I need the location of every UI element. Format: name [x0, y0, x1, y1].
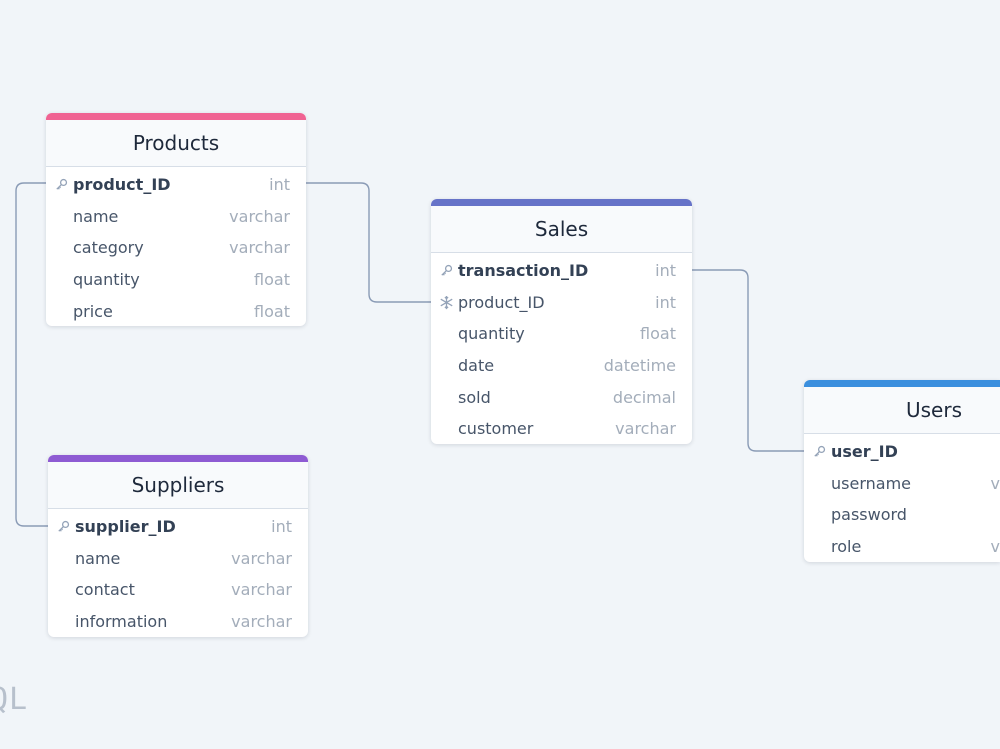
key-icon [438, 255, 454, 287]
field-name: username [831, 473, 911, 493]
field-type: float [254, 270, 290, 290]
field-name: name [73, 206, 119, 226]
field-type: datetime [603, 356, 676, 376]
field-type: float [254, 301, 290, 321]
field-name: password [831, 505, 907, 525]
field-name: contact [75, 580, 135, 600]
field-type: int [271, 517, 292, 536]
field-type: varchar [229, 206, 290, 226]
field-type: float [640, 324, 676, 344]
field-row-password[interactable]: password [804, 499, 1000, 531]
field-name: product_ID [73, 175, 171, 194]
products-table-title: Products [46, 120, 306, 167]
field-name: price [73, 301, 113, 321]
field-name: product_ID [458, 292, 545, 312]
field-name: transaction_ID [458, 261, 589, 280]
field-row-name[interactable]: name varchar [48, 543, 308, 575]
field-row-product-id[interactable]: product_ID int [431, 287, 692, 319]
field-row-username[interactable]: username v [804, 468, 1000, 500]
field-type: varchar [231, 580, 292, 600]
snowflake-icon [438, 287, 454, 319]
field-row-quantity[interactable]: quantity float [431, 318, 692, 350]
users-table[interactable]: Users user_ID username v password role v [804, 380, 1000, 562]
field-row-supplier-id[interactable]: supplier_ID int [48, 511, 308, 543]
field-name: quantity [73, 270, 140, 290]
field-row-information[interactable]: information varchar [48, 606, 308, 637]
field-name: category [73, 238, 144, 258]
field-row-price[interactable]: price float [46, 296, 306, 326]
field-row-name[interactable]: name varchar [46, 201, 306, 233]
connector-products-suppliers [15, 182, 48, 527]
key-icon [55, 511, 71, 543]
partial-logo-text: QL [0, 682, 29, 717]
field-row-user-id[interactable]: user_ID [804, 436, 1000, 468]
field-type: varchar [231, 612, 292, 632]
field-type: int [655, 261, 676, 280]
connector-sales-users [692, 269, 804, 452]
field-name: customer [458, 419, 534, 439]
key-icon [53, 169, 69, 201]
field-name: name [75, 548, 121, 568]
field-type: varchar [615, 419, 676, 439]
field-row-product-id[interactable]: product_ID int [46, 169, 306, 201]
users-fields: user_ID username v password role v [804, 434, 1000, 562]
field-type: v [990, 537, 1000, 557]
field-row-quantity[interactable]: quantity float [46, 264, 306, 296]
field-type: decimal [612, 387, 676, 407]
sales-table-title: Sales [431, 206, 692, 253]
suppliers-table-title: Suppliers [48, 462, 308, 509]
users-table-title: Users [804, 387, 1000, 434]
products-fields: product_ID int name varchar category varchar q… [46, 167, 306, 326]
field-type: int [655, 292, 676, 312]
key-icon [811, 436, 827, 468]
field-name: supplier_ID [75, 517, 176, 536]
field-row-transaction-id[interactable]: transaction_ID int [431, 255, 692, 287]
field-name: role [831, 537, 862, 557]
field-name: date [458, 356, 495, 376]
field-type: varchar [231, 548, 292, 568]
field-name: quantity [458, 324, 525, 344]
field-row-contact[interactable]: contact varchar [48, 574, 308, 606]
field-type: v [990, 473, 1000, 493]
field-name: user_ID [831, 442, 898, 461]
field-row-customer[interactable]: customer varchar [431, 413, 692, 444]
field-row-category[interactable]: category varchar [46, 232, 306, 264]
suppliers-accent-bar [48, 455, 308, 462]
connector-products-sales [306, 182, 432, 303]
sales-accent-bar [431, 199, 692, 206]
field-name: sold [458, 387, 491, 407]
field-row-date[interactable]: date datetime [431, 350, 692, 382]
field-type: varchar [229, 238, 290, 258]
users-accent-bar [804, 380, 1000, 387]
field-row-sold[interactable]: sold decimal [431, 382, 692, 414]
field-type: int [269, 175, 290, 194]
field-row-role[interactable]: role v [804, 531, 1000, 562]
field-name: information [75, 612, 168, 632]
products-accent-bar [46, 113, 306, 120]
